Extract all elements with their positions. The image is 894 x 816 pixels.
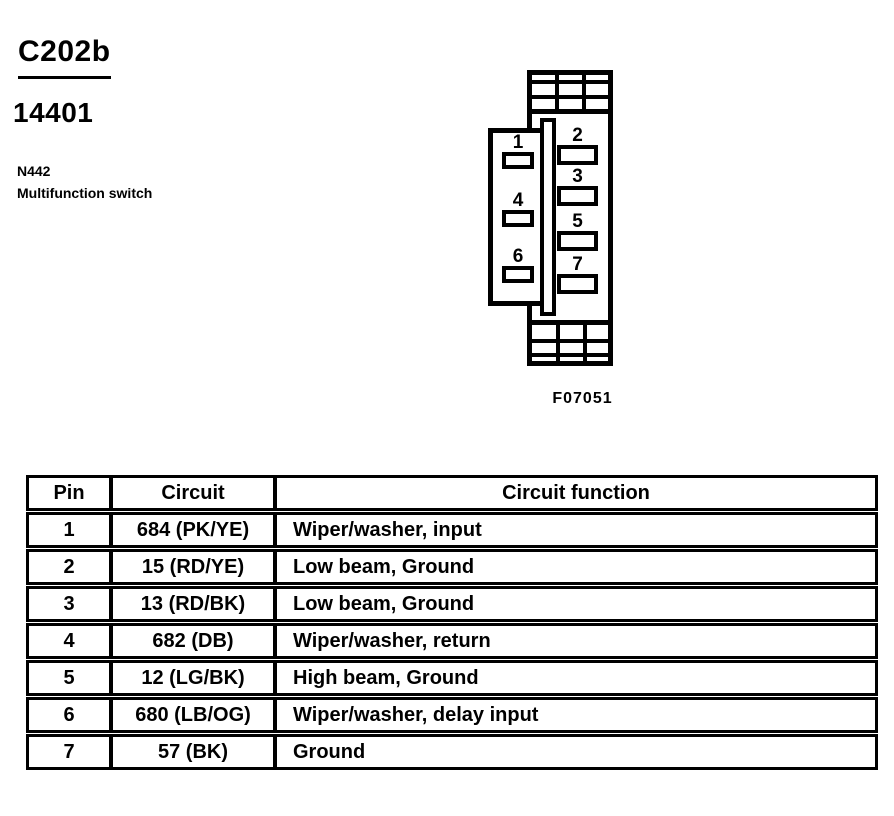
pin-6-cavity [502, 266, 534, 283]
pin-cell: 2 [29, 552, 113, 582]
component-code: N442 [17, 163, 51, 179]
pin-2-cavity [557, 145, 598, 165]
pin-4-cavity [502, 210, 534, 227]
circuit-cell: 682 (DB) [113, 626, 277, 656]
pin-6-label: 6 [512, 246, 524, 267]
pin-5-label: 5 [572, 211, 583, 232]
table-row: 5 12 (LG/BK) High beam, Ground [26, 660, 878, 696]
function-cell: Low beam, Ground [293, 592, 475, 615]
figure-code: F07051 [552, 390, 613, 407]
table-header-row: Pin Circuit Circuit function [26, 475, 878, 511]
connector-grid-line [582, 70, 586, 114]
table-row: 3 13 (RD/BK) Low beam, Ground [26, 586, 878, 622]
pin-cell: 7 [29, 737, 113, 767]
component-name: Multifunction switch [17, 185, 153, 201]
connector-grid-line [527, 109, 613, 114]
table-row: 1 684 (PK/YE) Wiper/washer, input [26, 512, 878, 548]
circuit-cell: 12 (LG/BK) [113, 663, 277, 693]
table-row: 7 57 (BK) Ground [26, 734, 878, 770]
pin-cell: 5 [29, 663, 113, 693]
pin-1-cavity [502, 152, 534, 169]
function-cell: Ground [293, 740, 366, 763]
circuit-cell: 680 (LB/OG) [113, 700, 277, 730]
pin-cell: 4 [29, 626, 113, 656]
table-row: 4 682 (DB) Wiper/washer, return [26, 623, 878, 659]
function-cell: Wiper/washer, input [293, 518, 482, 541]
column-header-pin: Pin [29, 478, 113, 508]
pin-2-label: 2 [572, 125, 583, 146]
function-cell: Low beam, Ground [293, 555, 475, 578]
pin-cell: 3 [29, 589, 113, 619]
connector-grid-line [556, 320, 560, 364]
pin-cell: 1 [29, 515, 113, 545]
connector-grid-line [527, 95, 613, 99]
table-row: 2 15 (RD/YE) Low beam, Ground [26, 549, 878, 585]
connector-grid-line [527, 353, 613, 357]
connector-grid-line [527, 320, 613, 325]
connector-grid-line [555, 70, 559, 114]
function-cell: Wiper/washer, delay input [293, 703, 539, 726]
pin-3-label: 3 [572, 166, 583, 187]
circuit-cell: 684 (PK/YE) [113, 515, 277, 545]
circuit-cell: 57 (BK) [113, 737, 277, 767]
pin-1-label: 1 [512, 132, 524, 153]
connector-center-slot [540, 118, 556, 316]
pin-cell: 6 [29, 700, 113, 730]
part-number: 14401 [13, 97, 94, 128]
column-header-circuit: Circuit [113, 478, 277, 508]
component-description: N442 Multifunction switch [17, 160, 152, 204]
connector-grid-line [583, 320, 587, 364]
circuit-cell: 13 (RD/BK) [113, 589, 277, 619]
pin-7-cavity [557, 274, 598, 294]
pin-5-cavity [557, 231, 598, 251]
function-cell: Wiper/washer, return [293, 629, 491, 652]
column-header-circuit-function: Circuit function [502, 481, 650, 504]
circuit-cell: 15 (RD/YE) [113, 552, 277, 582]
pinout-table: Pin Circuit Circuit function 1 684 (PK/Y… [26, 475, 878, 771]
pin-7-label: 7 [572, 254, 583, 275]
pin-4-label: 4 [512, 190, 524, 211]
pin-3-cavity [557, 186, 598, 206]
connector-grid-line [527, 80, 613, 84]
connector-grid-line [527, 339, 613, 343]
function-cell: High beam, Ground [293, 666, 479, 689]
connector-id-title: C202b [18, 36, 111, 79]
table-row: 6 680 (LB/OG) Wiper/washer, delay input [26, 697, 878, 733]
